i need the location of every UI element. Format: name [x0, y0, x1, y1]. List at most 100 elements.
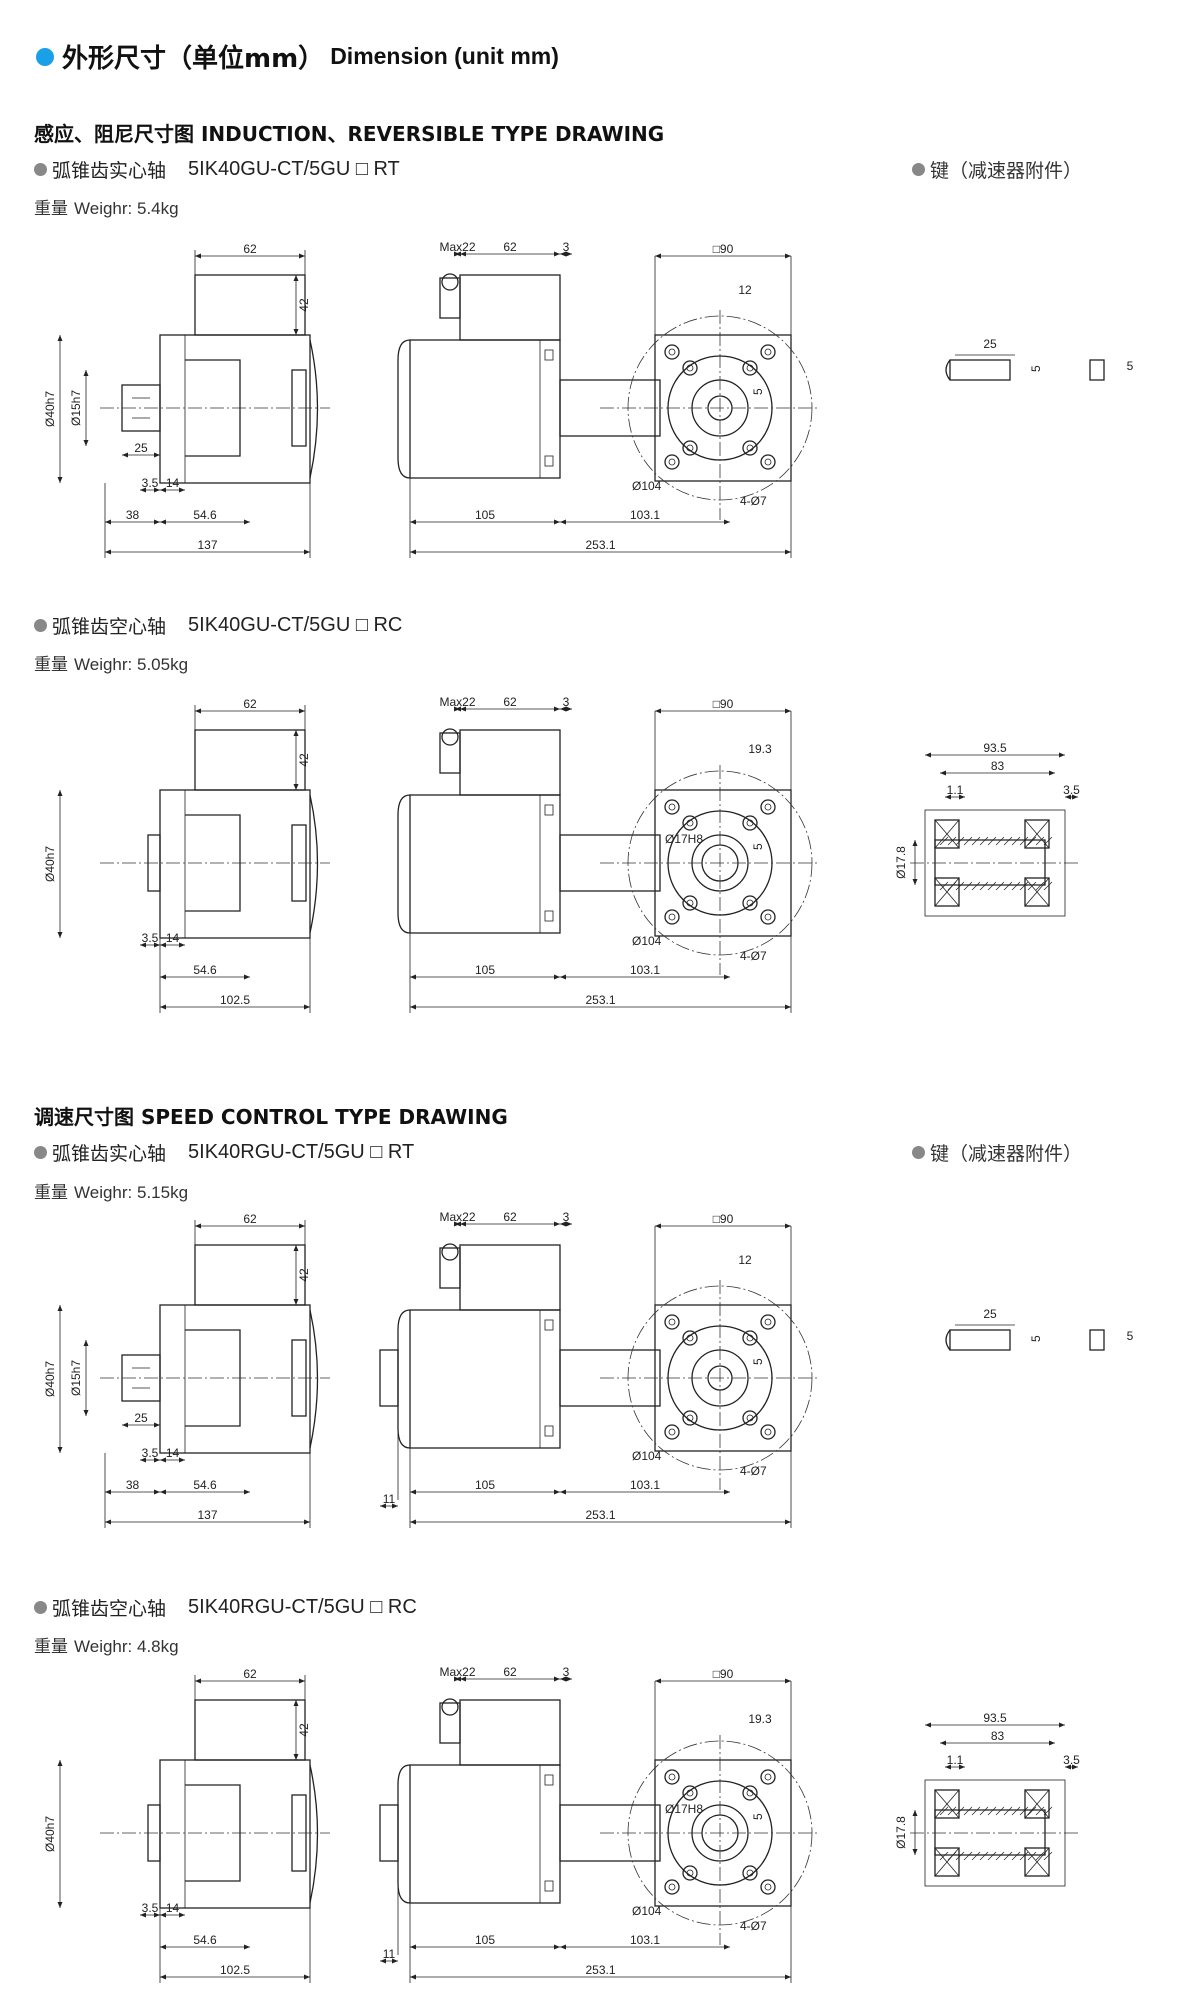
arrow-head [940, 770, 946, 776]
dim-103-1-label: 103.1 [630, 1933, 660, 1947]
box-width-label: 62 [503, 240, 517, 254]
arrow-head [154, 1489, 160, 1495]
mount-hole-icon [664, 1769, 680, 1785]
arrow-head [912, 1810, 918, 1816]
hatch-line [1011, 836, 1021, 846]
arrow-head [122, 452, 128, 458]
terminal-box [194, 274, 306, 336]
bolt-head [544, 349, 554, 361]
mount-hole-icon [760, 1314, 776, 1330]
hatch-line [987, 1806, 997, 1816]
arrow-head [655, 1678, 661, 1684]
arrow-head [785, 1678, 791, 1684]
mount-hole-icon [742, 1865, 758, 1881]
dim-3-5b-label: 3.5 [1063, 1753, 1080, 1767]
bolt-head [544, 1774, 554, 1786]
arrow-head [724, 519, 730, 525]
arrow-head [380, 1958, 386, 1964]
arrow-head [940, 1740, 946, 1746]
max22-label: Max22 [439, 240, 475, 254]
gear-body [159, 334, 311, 484]
dim-38-label: 38 [126, 1478, 140, 1492]
arrow-head [1065, 794, 1071, 800]
section-title-speed-control: 调速尺寸图 SPEED CONTROL TYPE DRAWING [34, 1105, 508, 1129]
bearing-left-top [934, 819, 960, 849]
arrow-head [724, 1944, 730, 1950]
dim-3-5-label: 3.5 [142, 1901, 159, 1915]
arrow-head [554, 1676, 560, 1682]
arrow-head [154, 519, 160, 525]
arrow-head [160, 1457, 166, 1463]
hatch-line [979, 836, 989, 846]
arrow-head [293, 1299, 299, 1305]
hatch-line [1035, 1806, 1045, 1816]
square-90-label: □90 [713, 1667, 734, 1681]
bearing-cross [1024, 1789, 1050, 1819]
bullet-icon [912, 1146, 925, 1159]
mount-hole-icon [760, 1879, 776, 1895]
dim-103-1-label: 103.1 [630, 508, 660, 522]
motor-body [409, 339, 561, 479]
gland-nut-icon [441, 273, 459, 291]
od40-label: Ø40h7 [43, 1816, 57, 1852]
bearing-cross [1024, 877, 1050, 907]
dim-1-1-label: 1.1 [947, 783, 964, 797]
motor-end-cap [397, 1309, 411, 1449]
arrow-head [105, 1489, 111, 1495]
dim-105-label: 105 [475, 1478, 495, 1492]
hatch-line [979, 881, 989, 891]
box-width-label: 62 [243, 697, 257, 711]
hatch-line [939, 836, 949, 846]
shaft-length-label: 25 [134, 1411, 148, 1425]
pcd-104-label: Ø104 [632, 1449, 662, 1463]
mount-hole-icon [682, 1785, 698, 1801]
arrow-head [554, 251, 560, 257]
box-height-label: 42 [297, 298, 311, 312]
hatch-line [987, 836, 997, 846]
model-label-2: 弧锥齿空心轴 5IK40GU-CT/5GU □ RC [34, 612, 402, 639]
arrow-head [560, 519, 566, 525]
hatch-line [987, 881, 997, 891]
hatch-line [1003, 1806, 1013, 1816]
arrow-head [460, 251, 466, 257]
bullet-icon [34, 1146, 47, 1159]
box-width-label: 62 [243, 1212, 257, 1226]
mount-hole-center [668, 348, 676, 356]
mount-hole-center [668, 803, 676, 811]
arrow-head [912, 1849, 918, 1855]
key-length-label: 25 [983, 1307, 997, 1321]
arrow-head [140, 1912, 146, 1918]
od15-label: Ø15h7 [69, 1360, 83, 1396]
mount-hole-icon [682, 440, 698, 456]
arrow-head [410, 1974, 416, 1980]
hatch-line [1003, 1851, 1013, 1861]
total-253-1-label: 253.1 [585, 1508, 615, 1522]
terminal-box [459, 1699, 561, 1766]
hatch-line [1011, 881, 1021, 891]
dim-54-6-label: 54.6 [193, 963, 217, 977]
square-90-label: □90 [713, 242, 734, 256]
arrow-head [140, 942, 146, 948]
holes-label: 4-Ø7 [740, 494, 767, 508]
arrow-head [160, 1974, 166, 1980]
hatch-line [939, 1851, 949, 1861]
holes-label: 4-Ø7 [740, 949, 767, 963]
mount-hole-center [746, 364, 754, 372]
od40-label: Ø40h7 [43, 1361, 57, 1397]
key-5-label: 5 [751, 843, 765, 850]
gland-nut-icon [441, 1698, 459, 1716]
mount-hole-center [764, 913, 772, 921]
bearing-right-top [1024, 1789, 1050, 1819]
cable-gland [439, 732, 461, 774]
gland-nut-icon [441, 728, 459, 746]
box-width-label: 62 [503, 1665, 517, 1679]
hatch-line [939, 1806, 949, 1816]
arrow-head [410, 519, 416, 525]
arrow-head [160, 942, 166, 948]
arrow-head [57, 790, 63, 796]
arrow-head [560, 1676, 566, 1682]
arrow-head [304, 549, 310, 555]
bolt-head [544, 1425, 554, 1437]
arrow-head [655, 1223, 661, 1229]
